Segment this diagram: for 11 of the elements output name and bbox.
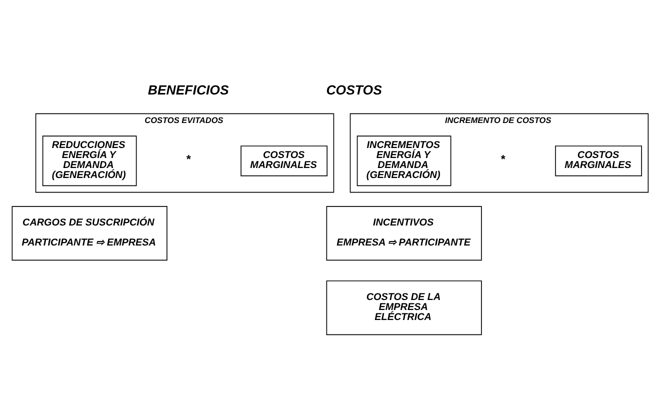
label: BENEFICIOS [148, 82, 229, 98]
node-box: COSTOS DE LA EMPRESA ELÉCTRICA [326, 280, 482, 336]
label: * [186, 154, 191, 166]
node-box: COSTOS MARGINALES [555, 146, 642, 176]
label: COSTOS [326, 82, 382, 98]
node-box: INCREMENTOS ENERGÍA Y DEMANDA (GENERACIÓN) [356, 136, 452, 186]
node-box: CARGOS DE SUSCRIPCIÓN PARTICIPANTE ⇨ EMPRESA [12, 206, 168, 261]
node-box: COSTOS MARGINALES [240, 146, 328, 176]
node-box: INCENTIVOS EMPRESA ⇨ PARTICIPANTE [326, 206, 482, 261]
label: * [500, 154, 506, 166]
node-box: REDUCCIONES ENERGÍA Y DEMANDA (GENERACIÓN) [42, 136, 137, 186]
